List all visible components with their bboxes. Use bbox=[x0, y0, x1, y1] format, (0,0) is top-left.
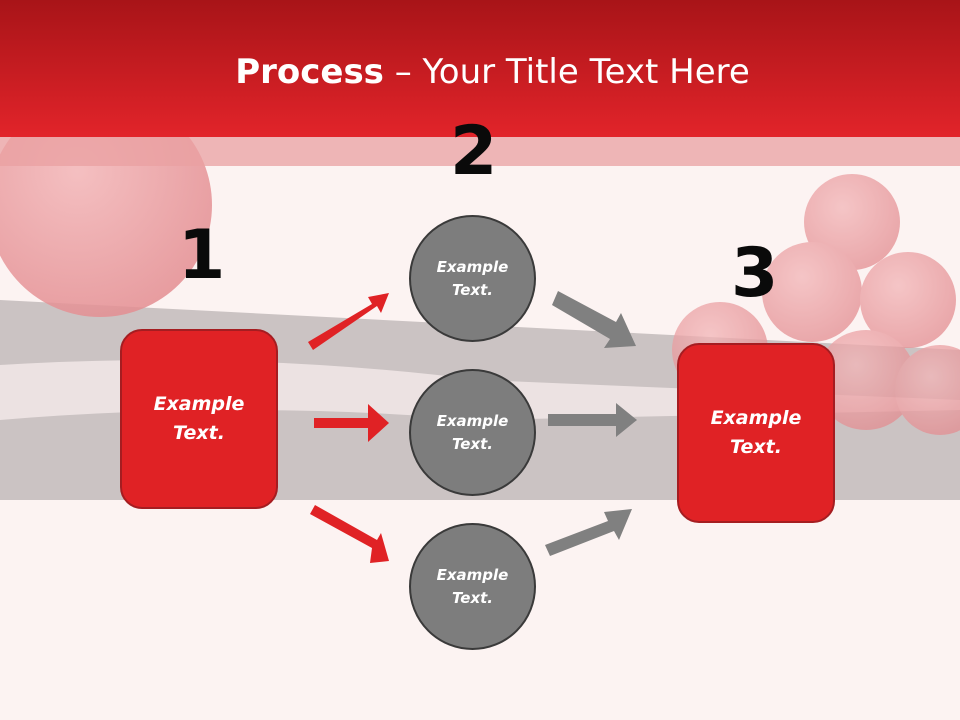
arrow-from-bottom-circle bbox=[545, 509, 632, 556]
step-number-1: 1 bbox=[178, 216, 226, 295]
process-box-right: Example Text. bbox=[677, 343, 835, 523]
process-box-left-text: Example Text. bbox=[153, 393, 245, 444]
arrow-from-top-circle bbox=[552, 291, 636, 348]
process-circle-top: Example Text. bbox=[409, 215, 536, 342]
step-number-2: 2 bbox=[450, 112, 498, 191]
header-stripe bbox=[0, 137, 960, 166]
process-box-right-text: Example Text. bbox=[710, 407, 802, 458]
process-circle-top-text: Example Text. bbox=[436, 257, 509, 299]
slide-title: Process – Your Title Text Here bbox=[0, 52, 960, 92]
process-circle-middle: Example Text. bbox=[409, 369, 536, 496]
process-circle-bottom: Example Text. bbox=[409, 523, 536, 650]
process-circle-bottom-text: Example Text. bbox=[436, 565, 509, 607]
header-band bbox=[0, 0, 960, 137]
process-circle-middle-text: Example Text. bbox=[436, 411, 509, 453]
process-box-left: Example Text. bbox=[120, 329, 278, 509]
arrow-to-bottom-circle bbox=[310, 505, 389, 563]
arrow-from-middle-circle bbox=[548, 403, 637, 437]
title-rest: – Your Title Text Here bbox=[383, 52, 750, 92]
arrow-to-middle-circle bbox=[314, 404, 389, 442]
title-bold: Process bbox=[235, 52, 384, 92]
arrow-to-top-circle bbox=[308, 293, 389, 350]
step-number-3: 3 bbox=[731, 234, 779, 313]
